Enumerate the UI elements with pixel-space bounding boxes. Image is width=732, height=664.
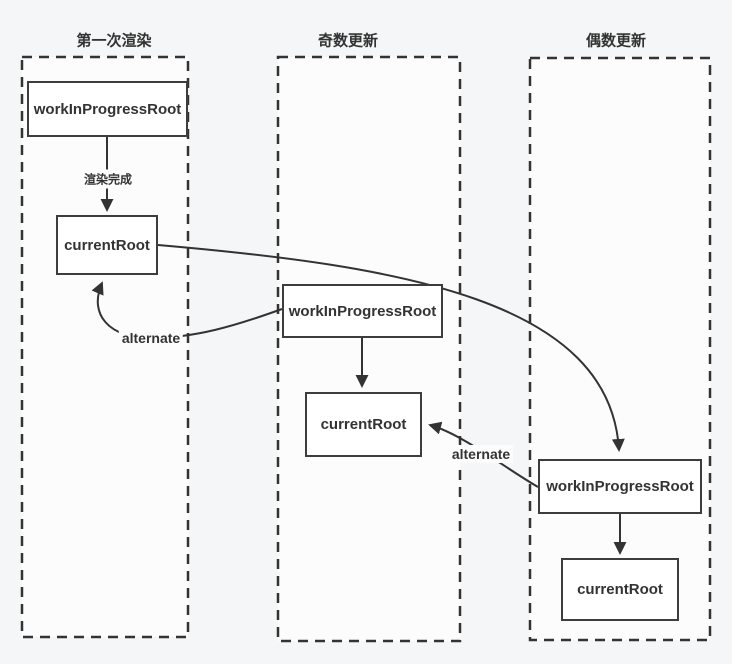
node-even-update-currentroot: currentRoot [561,558,679,621]
node-even-update-workinprogressroot: workInProgressRoot [538,459,702,514]
edge-label-render-complete: 渲染完成 [80,169,136,189]
column-frame-first-render [20,55,190,639]
column-title-odd-update: 奇数更新 [317,32,379,50]
node-odd-update-workinprogressroot: workInProgressRoot [282,284,443,338]
edge-label-alternate-second: alternate [448,445,514,463]
node-odd-update-currentroot: currentRoot [305,392,422,457]
column-title-even-update: 偶数更新 [585,32,647,50]
column-frame-odd-update [276,55,462,643]
column-title-first-render: 第一次渲染 [76,32,152,50]
edge-c1current-to-c3wip-curve [157,244,625,452]
edge-label-alternate-first: alternate [118,329,184,347]
node-first-render-currentroot: currentRoot [56,215,158,275]
node-first-render-workinprogressroot: workInProgressRoot [27,81,188,137]
